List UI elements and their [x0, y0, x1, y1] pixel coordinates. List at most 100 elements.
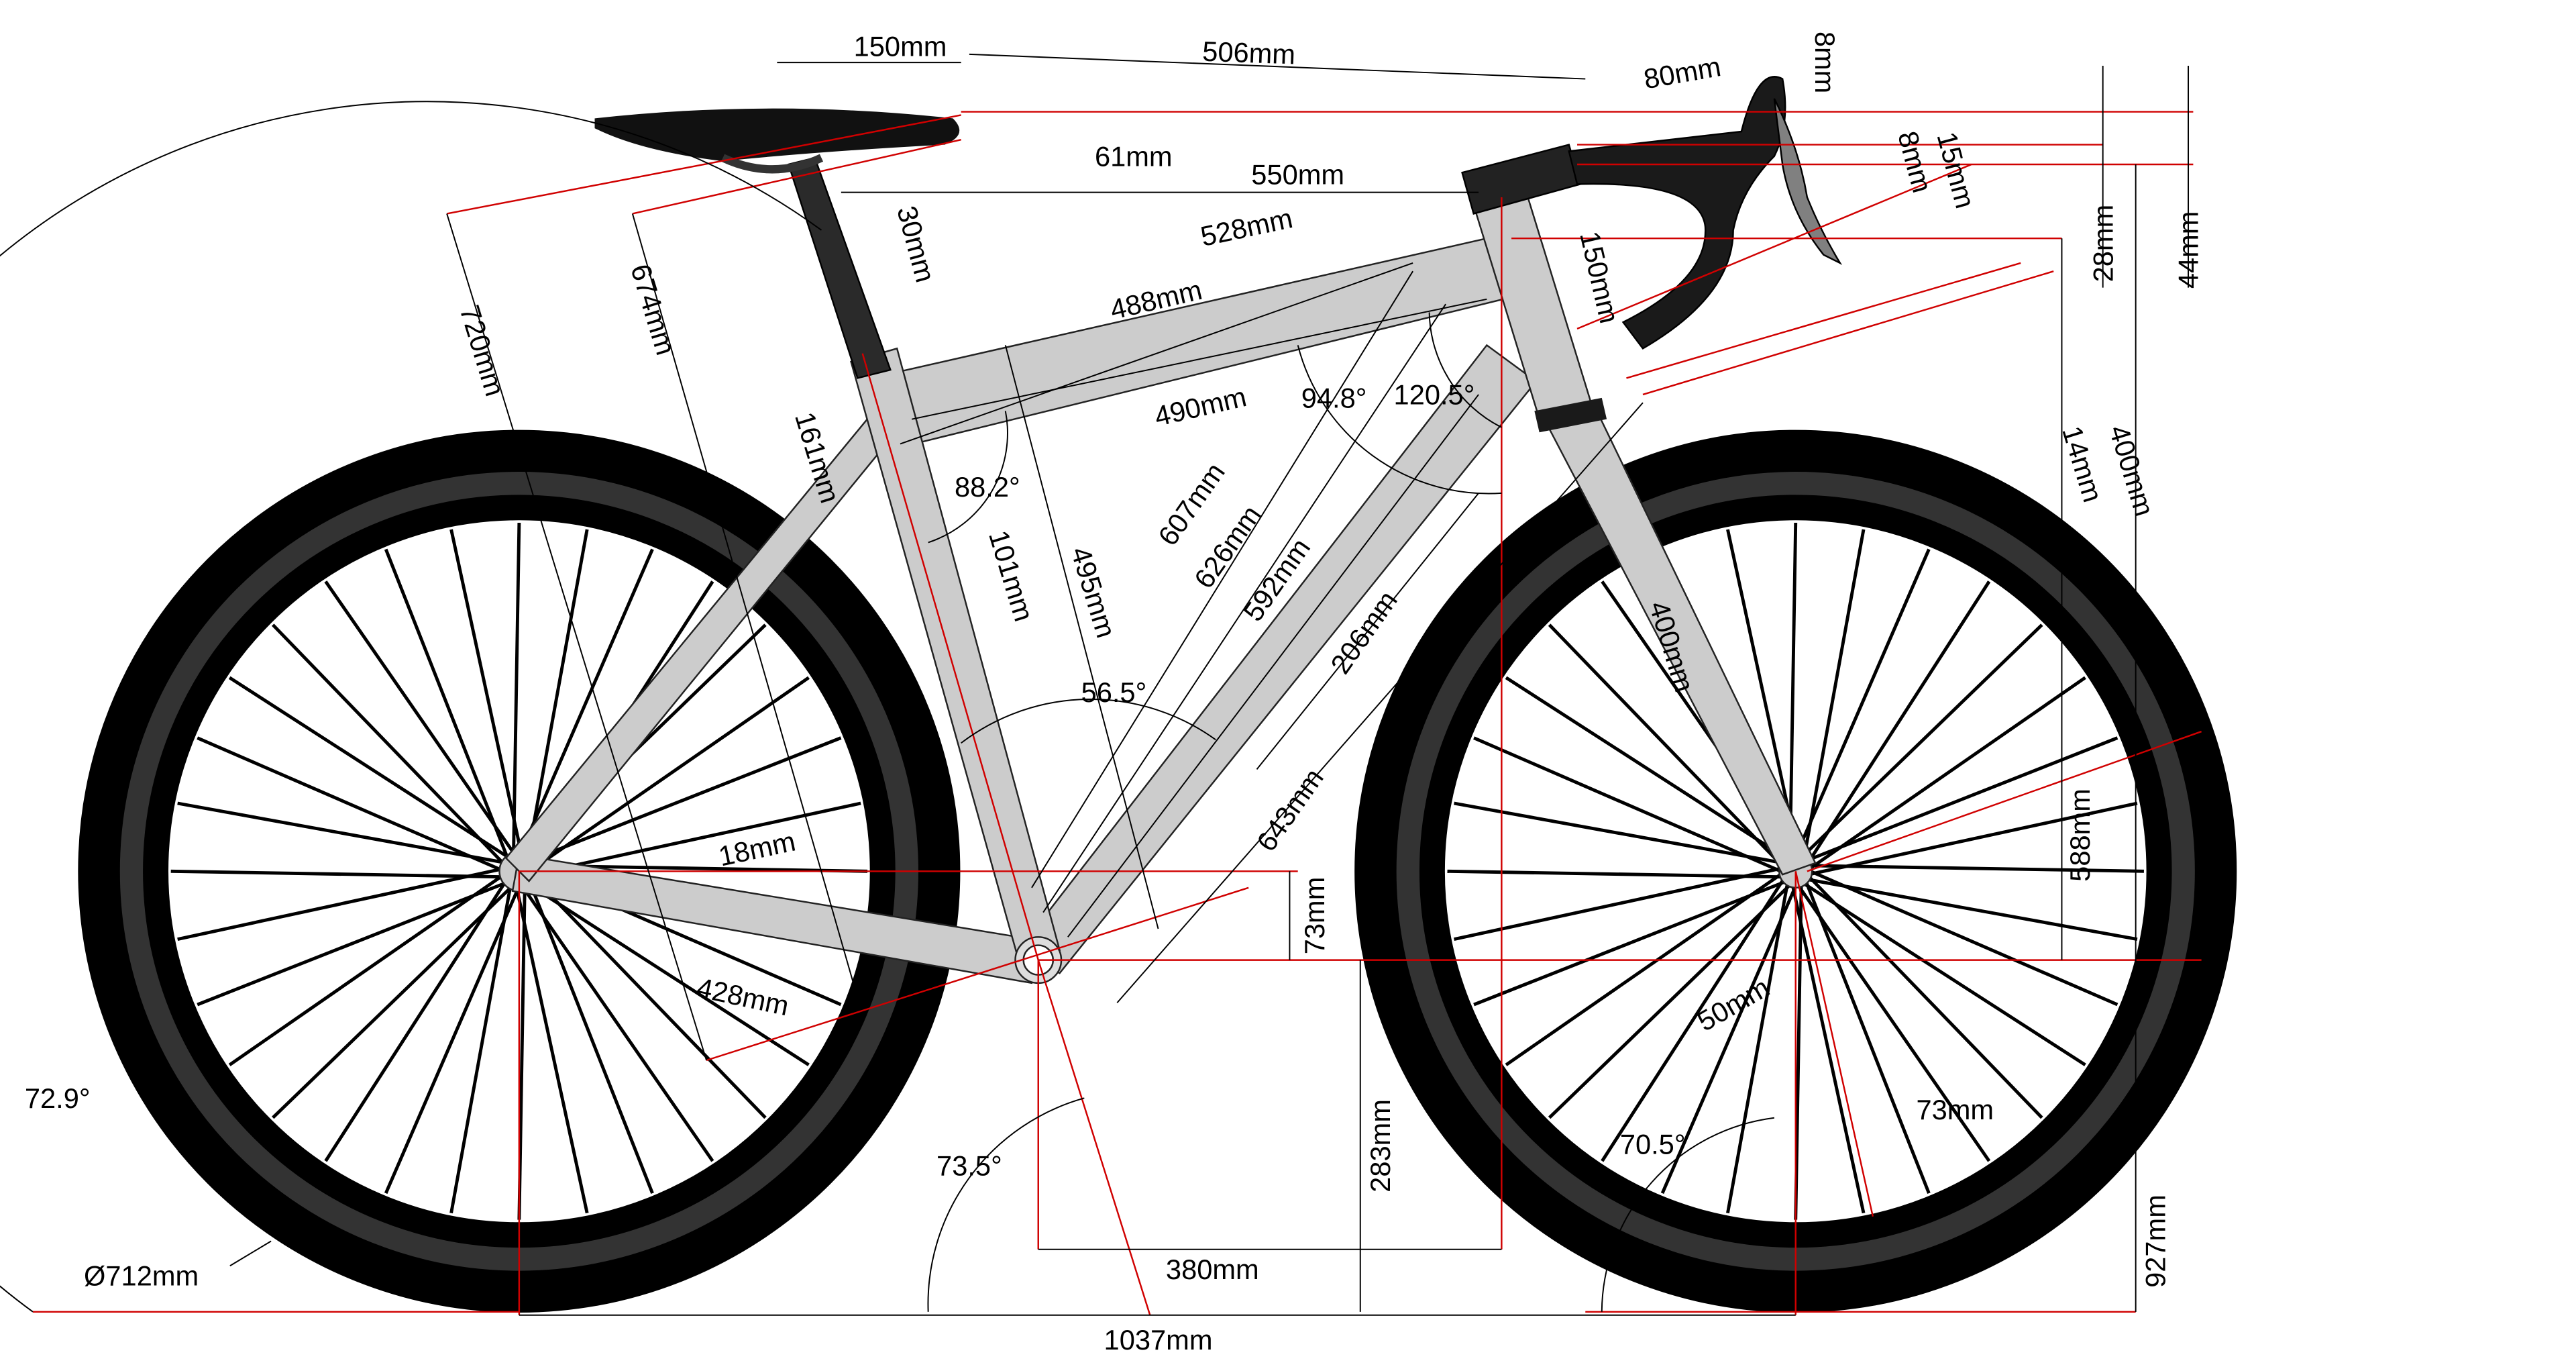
spoke	[518, 548, 654, 856]
spoke	[1794, 548, 1931, 856]
label-fork-14: 14mm	[2056, 422, 2109, 505]
front-wheel-spokes	[1447, 522, 2144, 1220]
label-bb-drop: 73mm	[1299, 877, 1330, 955]
spoke	[449, 884, 513, 1214]
frame	[504, 196, 1817, 984]
seatpost	[787, 156, 892, 379]
spoke	[1454, 801, 1782, 864]
label-angle-94-8: 94.8°	[1301, 383, 1367, 414]
label-saddle-to-bar: 506mm	[1202, 36, 1296, 70]
spoke	[1809, 876, 2043, 1119]
spoke	[384, 548, 510, 860]
spoke	[521, 886, 714, 1162]
spoke	[1811, 864, 2144, 873]
dimension-labels: 150mm 506mm 80mm 8mm 8mm 15mm 61mm 550mm…	[25, 30, 2204, 1356]
chainstay	[511, 854, 1040, 984]
spoke	[1811, 676, 2086, 869]
label-seat-angle: 73.5°	[936, 1150, 1002, 1181]
spoke	[177, 867, 504, 942]
spoke	[534, 676, 810, 869]
spoke	[1791, 886, 1866, 1214]
saddle-rails	[720, 154, 824, 174]
label-head-angle: 70.5°	[1620, 1129, 1686, 1160]
spoke	[1805, 882, 1931, 1195]
dimension-lines	[0, 53, 2190, 1316]
spoke	[1798, 886, 1991, 1162]
label-bb-height: 283mm	[1364, 1099, 1396, 1192]
spoke	[197, 880, 508, 1007]
spoke	[228, 874, 504, 1066]
spoke	[1473, 880, 1784, 1007]
label-dt-643: 643mm	[1250, 762, 1330, 857]
spoke	[515, 886, 589, 1214]
spoke	[1811, 870, 2118, 1007]
label-angle-56-5: 56.5°	[1081, 676, 1147, 708]
spoke	[1601, 880, 1784, 1162]
spoke	[512, 522, 521, 856]
spoke	[1803, 529, 1866, 858]
brake-lever	[1773, 98, 1843, 265]
spoke	[324, 580, 517, 856]
label-saddle-674: 674mm	[625, 260, 682, 359]
saddle	[594, 108, 960, 162]
label-wheel-diameter: Ø712mm	[84, 1260, 199, 1292]
spoke	[228, 676, 511, 860]
spoke	[449, 529, 524, 856]
label-angle-120-5: 120.5°	[1394, 379, 1475, 411]
label-tt-490: 490mm	[1151, 380, 1249, 432]
spoke	[533, 876, 767, 1119]
label-seattube-495: 495mm	[1065, 543, 1122, 642]
spoke	[1807, 580, 1991, 863]
spoke	[1454, 867, 1780, 942]
label-stack-927: 927mm	[2140, 1195, 2171, 1288]
spoke	[170, 869, 504, 879]
spoke	[528, 883, 810, 1066]
spoke	[1660, 886, 1796, 1195]
spoke	[1548, 884, 1790, 1119]
spoke	[1548, 623, 1782, 866]
spoke	[535, 801, 861, 876]
spoke	[529, 882, 654, 1195]
label-bar-44: 44mm	[2173, 211, 2204, 289]
spoke	[1505, 874, 1781, 1066]
spoke	[1788, 522, 1798, 856]
label-wheelbase: 1037mm	[1104, 1324, 1213, 1356]
spoke	[1801, 623, 2043, 858]
label-fork-588: 588mm	[2064, 789, 2096, 882]
spoke	[1807, 736, 2118, 862]
label-tt-528: 528mm	[1197, 202, 1295, 252]
rear-wheel-spokes	[170, 522, 868, 1220]
label-headtube-150: 150mm	[1574, 228, 1625, 326]
spoke	[1804, 883, 2086, 1066]
label-bar-8mm-a: 8mm	[1809, 32, 1841, 94]
spoke	[272, 884, 514, 1119]
spoke	[1811, 801, 2138, 876]
label-seat-offset: 61mm	[1095, 140, 1173, 172]
spoke	[517, 886, 527, 1220]
spoke	[1794, 886, 1803, 1220]
spoke	[1726, 529, 1800, 856]
label-bar-15mm: 15mm	[1931, 129, 1981, 212]
label-seat-101: 101mm	[983, 527, 1040, 625]
label-stem-length: 80mm	[1642, 50, 1723, 95]
spoke	[1809, 878, 2138, 942]
spoke	[526, 529, 589, 858]
label-saddle-720: 720mm	[453, 301, 511, 400]
spoke	[1726, 884, 1789, 1214]
label-fork-400-outer: 400mm	[2103, 421, 2161, 520]
spoke	[197, 736, 504, 872]
label-trail: 73mm	[1916, 1094, 1994, 1125]
label-bar-28: 28mm	[2087, 205, 2118, 283]
spoke	[177, 801, 506, 864]
label-seat-30: 30mm	[891, 203, 941, 286]
spoke	[384, 886, 521, 1195]
label-chainstay-428: 428mm	[694, 972, 792, 1022]
label-angle-88-2: 88.2°	[955, 471, 1020, 503]
label-front-center-380: 380mm	[1166, 1254, 1259, 1285]
spoke	[324, 880, 508, 1162]
spoke	[271, 623, 506, 866]
spoke	[1473, 736, 1780, 872]
headset-spacer	[1534, 397, 1607, 433]
label-saddle-setback: 150mm	[854, 30, 947, 62]
